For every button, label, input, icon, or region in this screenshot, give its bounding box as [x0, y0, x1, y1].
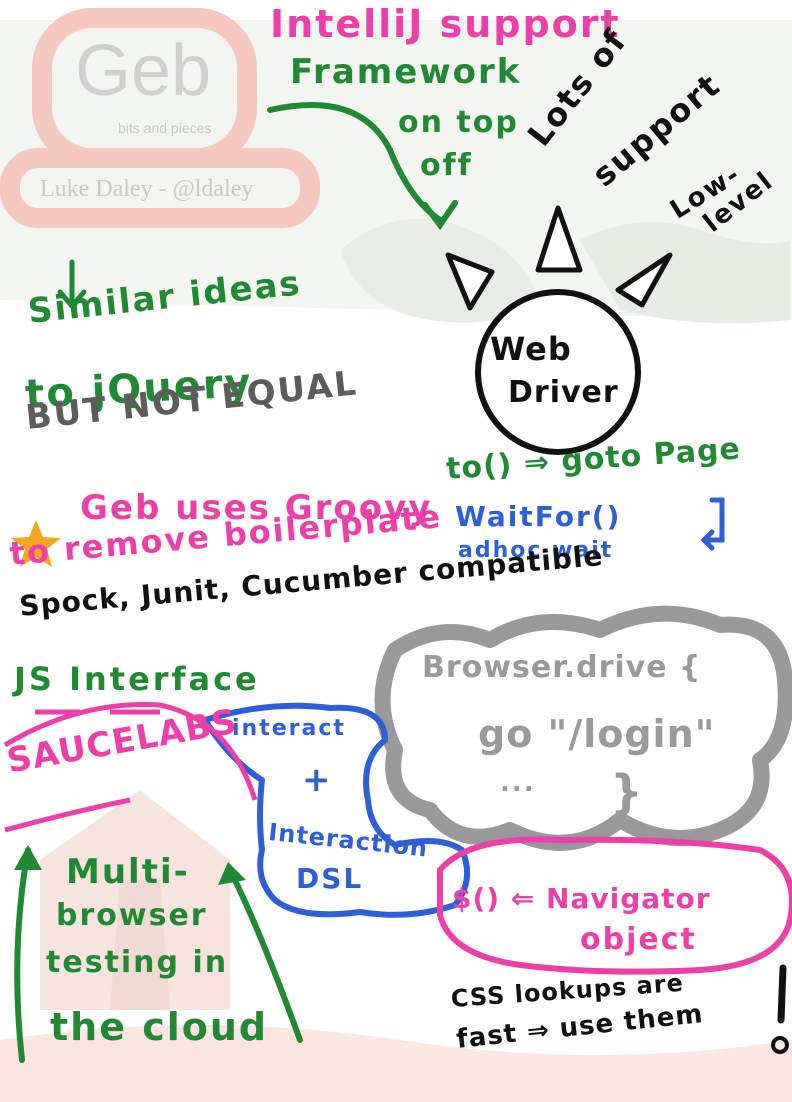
waitfor-bracket [702, 497, 725, 543]
logo-text: Geb [75, 31, 212, 111]
cloud-arrow-right [227, 867, 303, 1043]
note-intellij: IntelliJ support [270, 2, 621, 46]
code-line-1: Browser.drive { [422, 650, 702, 685]
note-the-cloud: the cloud [50, 1005, 269, 1049]
tagline: bits and pieces [118, 120, 212, 136]
note-testing-in: testing in [46, 945, 229, 980]
cloud-arrow-left [14, 847, 31, 1063]
star-icon [11, 520, 61, 567]
note-geb-uses-groovy: Geb uses Groovy [80, 488, 433, 528]
spike-top [535, 205, 583, 273]
code-line-4: } [610, 765, 645, 819]
spike-left [445, 252, 495, 311]
code-line-3: ... [500, 768, 536, 798]
note-browser: browser [56, 898, 208, 933]
author: Luke Daley - @ldaley [40, 176, 254, 202]
note-navigator-object: object [580, 922, 697, 957]
webdriver-circle [475, 289, 641, 455]
code-cloud [374, 605, 792, 851]
note-adhoc-wait: adhoc wait [458, 538, 614, 563]
note-interact: interact [232, 716, 346, 741]
code-line-2: go "/login" [478, 712, 716, 756]
note-js-interface: JS Interface [14, 660, 260, 698]
exclaim-dot [771, 1036, 789, 1054]
interaction-blob [202, 702, 471, 918]
note-waitfor: WaitFor() [455, 500, 622, 533]
note-on-top: on top [398, 105, 519, 140]
webdriver-label-1: Web [490, 330, 572, 368]
note-multi: Multi- [66, 852, 190, 892]
note-navigator: $() ⇐ Navigator [452, 882, 711, 915]
webdriver-label-2: Driver [508, 375, 619, 410]
exclaim-bar [777, 964, 787, 1024]
sauce-top-line [3, 702, 258, 801]
note-dsl: DSL [296, 862, 364, 895]
note-plus: + [302, 760, 333, 800]
down-arrow [57, 259, 87, 310]
sauce-bottom-line [4, 797, 131, 833]
note-framework: Framework [290, 52, 522, 92]
author-frame [0, 148, 320, 228]
spike-right [615, 252, 673, 308]
navigator-oval [437, 836, 792, 975]
framework-arrow [267, 102, 443, 223]
note-off: off [420, 148, 473, 183]
